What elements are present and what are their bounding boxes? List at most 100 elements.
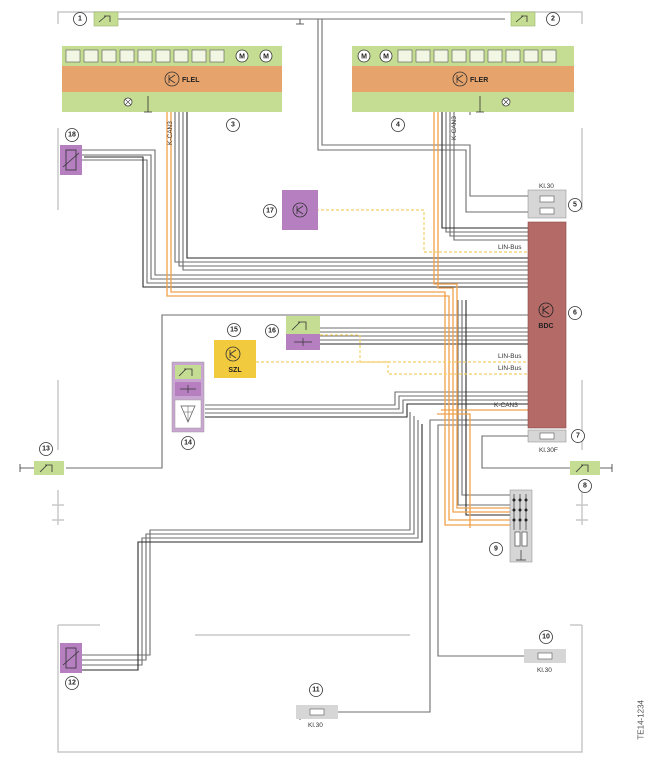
- flel-label: FLEL: [182, 77, 200, 84]
- transistor-icon: [292, 202, 308, 218]
- fuse-icon: [309, 708, 325, 716]
- callout-8: 8: [578, 479, 592, 493]
- sensor-2: [510, 11, 536, 27]
- kl30-label-11: Kl.30: [308, 722, 323, 729]
- motor-icon: [259, 49, 273, 63]
- callout-6: 6: [568, 306, 582, 320]
- svg-text:16: 16: [268, 328, 276, 335]
- svg-text:13: 13: [42, 446, 50, 453]
- k-can3-label-left: K-CAN3: [167, 121, 174, 145]
- fuse-10: [524, 649, 566, 663]
- svg-text:11: 11: [312, 687, 320, 694]
- switch-icon: [39, 464, 53, 473]
- callout-9: 9: [489, 542, 503, 556]
- svg-text:15: 15: [230, 327, 238, 334]
- wires-orange: [166, 112, 530, 528]
- callout-14: 14: [181, 436, 195, 450]
- motor-icon: [357, 49, 371, 63]
- motor-label: M: [263, 54, 269, 61]
- vehicle-outline: [52, 11, 588, 753]
- bdc-label: BDC: [538, 323, 553, 330]
- motor-icon: [379, 49, 393, 63]
- callout-16: 16: [265, 324, 279, 338]
- svg-text:8: 8: [583, 483, 587, 490]
- motor-label: M: [361, 54, 367, 61]
- svg-text:9: 9: [494, 546, 498, 553]
- motor-label: M: [239, 54, 245, 61]
- fler-label: FLER: [470, 77, 488, 84]
- ground-symbol: [144, 96, 152, 113]
- resistor-icon: [514, 531, 521, 547]
- svg-text:7: 7: [576, 433, 580, 440]
- k-can3-label-bdc: K-CAN3: [494, 402, 518, 409]
- kl30-label-10: Kl.30: [537, 667, 552, 674]
- k-can3-label-right: K-CAN3: [451, 116, 458, 140]
- svg-text:18: 18: [68, 132, 76, 139]
- svg-text:6: 6: [573, 310, 577, 317]
- callout-12: 12: [65, 676, 79, 690]
- motor-label: M: [383, 54, 389, 61]
- callout-18: 18: [65, 128, 79, 142]
- lin-bus-label-2: LIN-Bus: [498, 353, 522, 360]
- lin-bus-lines: [256, 209, 530, 375]
- szl-label: SZL: [228, 367, 242, 374]
- svg-text:14: 14: [184, 440, 192, 447]
- callout-11: 11: [309, 683, 323, 697]
- flel-connector-row: [65, 49, 225, 63]
- switch-icon: [515, 15, 528, 23]
- junction-9: [509, 489, 533, 563]
- wires-gray: [66, 18, 570, 720]
- fuse-icon: [539, 207, 555, 215]
- svg-text:17: 17: [266, 208, 274, 215]
- callout-7: 7: [571, 429, 585, 443]
- callout-17: 17: [263, 204, 277, 218]
- kl30f-label: Kl.30F: [539, 447, 558, 454]
- svg-text:5: 5: [573, 202, 577, 209]
- sensor-8: [570, 461, 613, 475]
- transistor-icon: [538, 302, 554, 318]
- sensor-13: [19, 461, 64, 475]
- svg-text:1: 1: [78, 16, 82, 23]
- document-id: TE14-1234: [637, 700, 645, 740]
- svg-text:10: 10: [542, 634, 550, 641]
- motor-icon: [235, 49, 249, 63]
- flel-module: M M FLEL: [62, 46, 282, 113]
- resistor-icon: [521, 531, 528, 547]
- component-17: [282, 190, 318, 230]
- component-18: [60, 145, 82, 175]
- fler-module: M M FLER: [352, 46, 574, 113]
- switch-icon: [291, 321, 307, 331]
- fler-connector-row: [397, 49, 557, 63]
- wires-dark: [82, 112, 530, 671]
- callout-15: 15: [227, 323, 241, 337]
- callout-4: 4: [391, 118, 405, 132]
- svg-text:4: 4: [396, 122, 400, 129]
- fuse-11: [296, 705, 338, 719]
- sensor-1: [93, 11, 119, 27]
- switch-icon: [98, 15, 111, 23]
- callout-13: 13: [39, 442, 53, 456]
- callouts: 1 2 3 4 5 6 7 8 9 10 11 12 13 14 15 16 1…: [39, 12, 592, 697]
- component-14: [171, 361, 205, 433]
- callout-10: 10: [539, 630, 553, 644]
- lin-bus-label-3: LIN-Bus: [498, 365, 522, 372]
- svg-text:12: 12: [68, 680, 76, 687]
- component-16: [286, 316, 320, 350]
- switch-icon: [575, 464, 589, 473]
- callout-1: 1: [73, 12, 87, 26]
- lin-bus-label-1: LIN-Bus: [498, 244, 522, 251]
- transistor-icon: [225, 346, 241, 362]
- bdc-module: BDC: [527, 189, 567, 443]
- fuse-icon: [539, 432, 555, 440]
- transistor-icon: [452, 71, 468, 87]
- component-12: [60, 643, 82, 673]
- transistor-icon: [164, 71, 180, 87]
- svg-text:2: 2: [551, 16, 555, 23]
- ground-symbol: [476, 96, 484, 113]
- ground-symbol: [296, 19, 304, 25]
- callout-2: 2: [546, 12, 560, 26]
- fuse-icon: [539, 195, 555, 203]
- switch-icon: [178, 368, 193, 377]
- svg-text:3: 3: [231, 122, 235, 129]
